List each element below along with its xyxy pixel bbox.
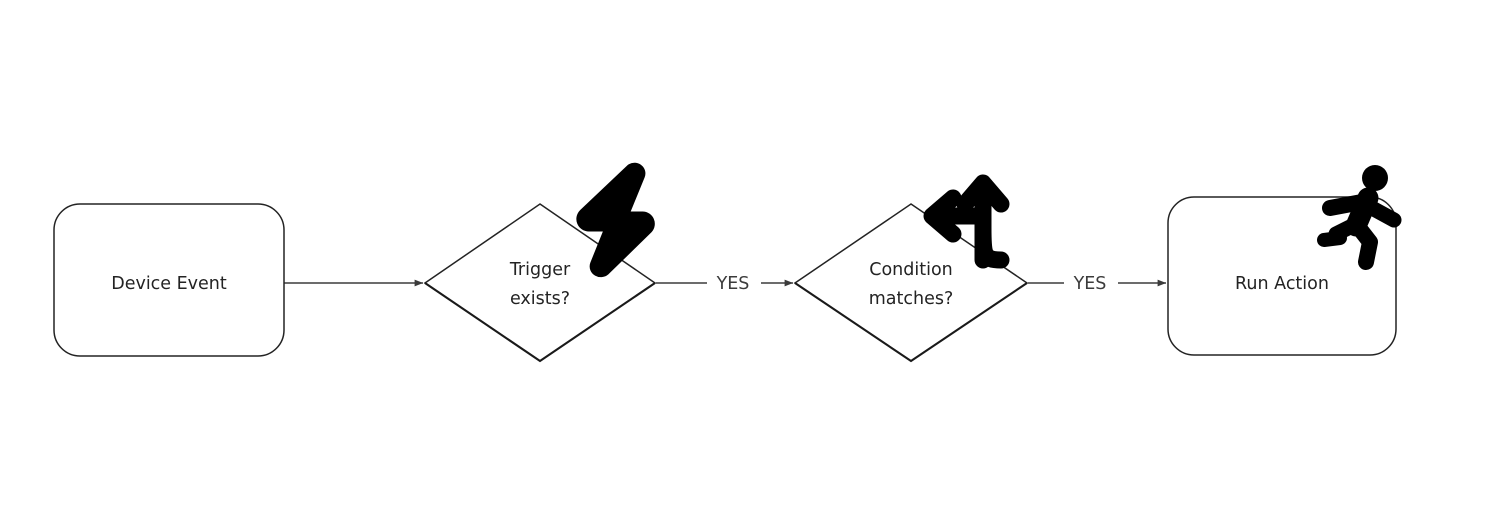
running-person-arm-front (1364, 200, 1402, 228)
lightning-bolt-icon (576, 162, 655, 278)
running-person-leg-front (1348, 216, 1378, 270)
lightning-bolt-glyph (576, 162, 655, 278)
condition-matches-label-line2: matches? (869, 289, 954, 309)
running-person-head (1362, 165, 1388, 191)
edge-label-yes-1: YES (716, 274, 750, 294)
branch-arrow-curve (974, 219, 1010, 269)
trigger-exists-label-line2: exists? (510, 289, 570, 309)
branch-arrow-head-left (923, 189, 962, 243)
run-action-label: Run Action (1235, 274, 1329, 294)
device-event-shape[interactable] (53, 203, 285, 357)
running-person-arm-back (1322, 194, 1370, 216)
node-condition-matches[interactable]: Condition matches? (793, 203, 1029, 363)
edge-label-yes-2: YES (1073, 274, 1107, 294)
edge-trigger-to-condition: YES (656, 274, 794, 294)
branch-arrow-icon (923, 174, 1010, 269)
running-person-icon (1317, 165, 1402, 270)
node-trigger-exists[interactable]: Trigger exists? (423, 203, 657, 363)
condition-matches-lower-edges (794, 282, 1028, 363)
device-event-label: Device Event (111, 274, 227, 294)
condition-matches-label-line1: Condition (869, 260, 953, 280)
running-person-foot-back (1317, 231, 1347, 247)
trigger-exists-lower-edges (424, 282, 656, 363)
edge-condition-to-action: YES (1028, 274, 1167, 294)
trigger-exists-label-line1: Trigger (509, 260, 571, 280)
condition-matches-shape[interactable] (793, 203, 1029, 362)
branch-arrow-head-up (956, 174, 1010, 213)
node-device-event[interactable]: Device Event (53, 203, 285, 357)
